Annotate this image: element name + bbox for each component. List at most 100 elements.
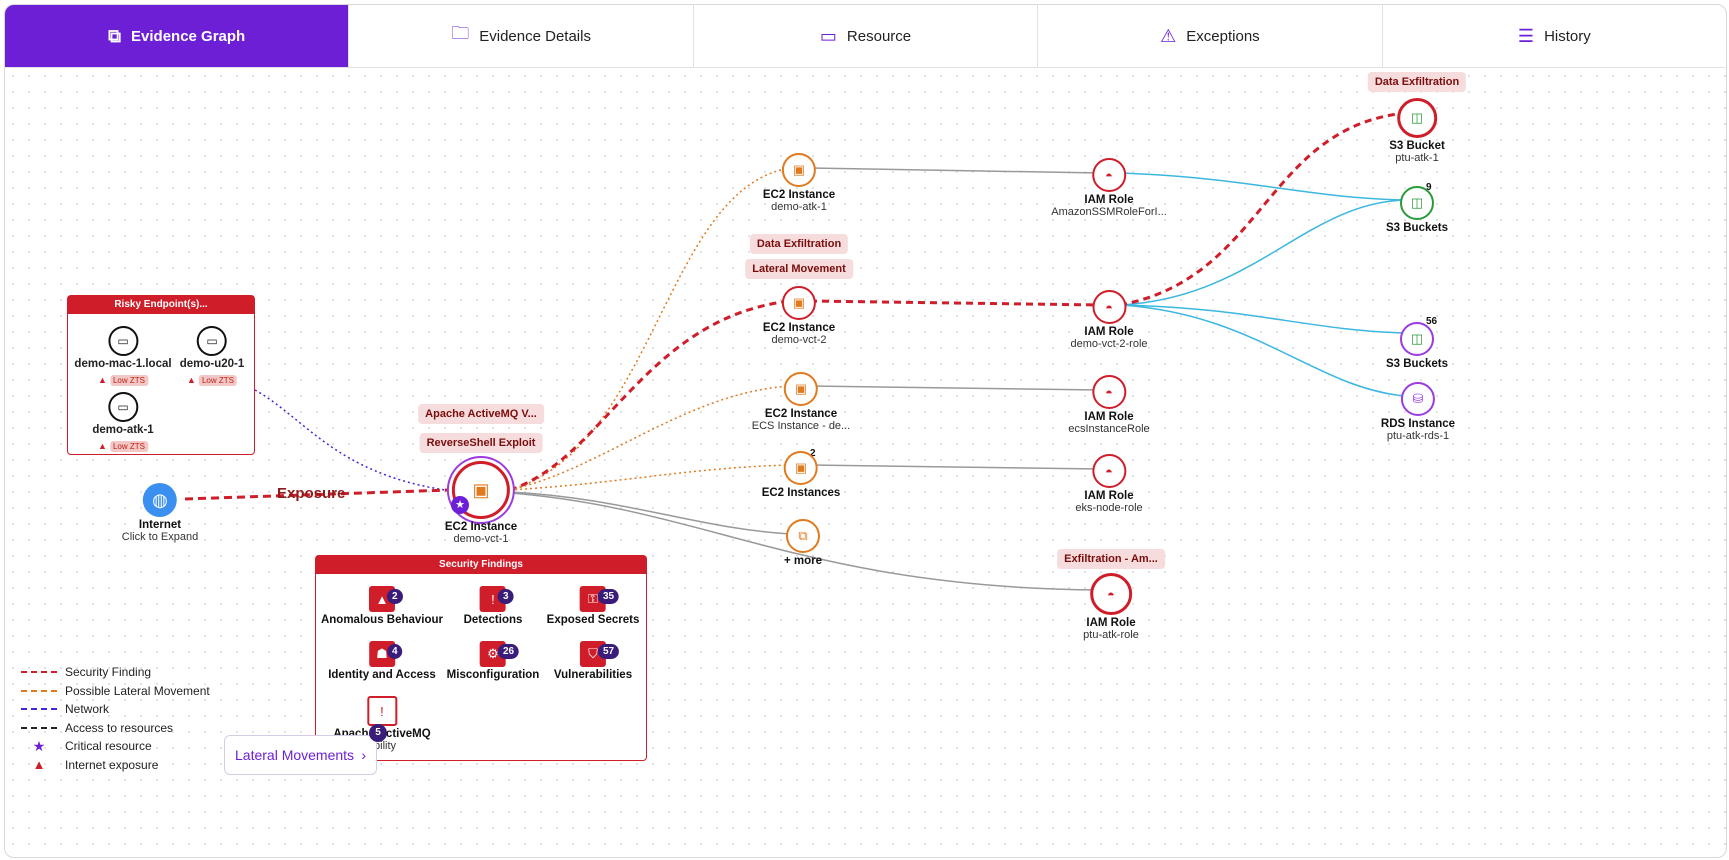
iam-role-node[interactable]: ◓ IAM Role AmazonSSMRoleForI... bbox=[1051, 158, 1167, 218]
id-badge-icon: ☗4 bbox=[369, 641, 403, 667]
ec2-chip-icon: ▣ bbox=[781, 153, 816, 187]
stack-icon: ⧉ bbox=[785, 519, 820, 553]
gear-icon: ⚙26 bbox=[479, 641, 520, 667]
tab-exceptions[interactable]: ⚠Exceptions bbox=[1038, 5, 1383, 67]
finding-exposed-secrets[interactable]: ⚿35 Exposed Secrets bbox=[547, 586, 639, 626]
finding-label[interactable]: Data Exfiltration bbox=[749, 234, 849, 254]
edge-iam-s3-3 bbox=[1119, 304, 1406, 334]
iam-role-node[interactable]: ◓ IAM Role ecsInstanceRole bbox=[1068, 375, 1150, 435]
hat-icon: ◓ bbox=[1089, 573, 1132, 615]
laptop-icon: ▭ bbox=[107, 392, 138, 422]
folder-icon: 🗀 bbox=[451, 23, 470, 43]
tab-history[interactable]: ☰History bbox=[1517, 25, 1591, 46]
security-findings-header: Security Findings bbox=[316, 556, 646, 574]
finding-identity-access[interactable]: ☗4 Identity and Access bbox=[328, 641, 436, 681]
legend-item: ▲Internet exposure bbox=[21, 756, 210, 775]
edge-lateral-3 bbox=[509, 385, 791, 491]
ec2-node[interactable]: ▣ EC2 Instance ECS Instance - de... bbox=[752, 372, 850, 432]
edge-iam-s3-1 bbox=[1119, 172, 1406, 201]
iam-role-node[interactable]: ◓ IAM Role ptu-atk-role bbox=[1083, 573, 1139, 641]
more-node[interactable]: ⧉ + more bbox=[784, 519, 822, 567]
iam-role-node[interactable]: ◓ IAM Role eks-node-role bbox=[1075, 454, 1143, 514]
edge-access-6 bbox=[509, 492, 1101, 591]
legend-item: Possible Lateral Movement bbox=[21, 682, 210, 701]
edge-ec2-iam-2 bbox=[809, 299, 1101, 307]
legend-line bbox=[21, 671, 57, 674]
globe-icon: ◍ bbox=[143, 483, 177, 517]
edge-exposure bbox=[184, 488, 451, 501]
finding-anomalous-behaviour[interactable]: ▲2 Anomalous Behaviour bbox=[321, 586, 443, 626]
ec2-group-node[interactable]: ▣ EC2 Instances bbox=[762, 451, 840, 499]
legend: Security Finding Possible Lateral Moveme… bbox=[21, 663, 210, 774]
ec2-chip-icon: ▣ bbox=[784, 372, 818, 406]
hat-icon: ◓ bbox=[1091, 454, 1126, 488]
edge-finding-exfil bbox=[1119, 111, 1406, 307]
hat-icon: ◓ bbox=[1091, 158, 1126, 192]
legend-item: Network bbox=[21, 700, 210, 719]
legend-item: Security Finding bbox=[21, 663, 210, 682]
ec2-node[interactable]: ▣ EC2 Instance demo-atk-1 bbox=[763, 153, 835, 213]
alert-box-icon: ⚠ bbox=[1160, 25, 1177, 46]
bucket-icon: ◫ bbox=[1399, 186, 1434, 220]
edge-iam-s3-2 bbox=[1119, 199, 1406, 306]
laptop-icon: ▭ bbox=[819, 25, 837, 46]
finding-label[interactable]: ReverseShell Exploit bbox=[419, 433, 543, 453]
finding-label[interactable]: Lateral Movement bbox=[745, 259, 853, 279]
iam-role-node[interactable]: ◓ IAM Role demo-vct-2-role bbox=[1070, 290, 1148, 350]
finding-label[interactable]: Exfiltration - Am... bbox=[1057, 549, 1165, 569]
ec2-chip-icon: ▣ bbox=[781, 286, 816, 320]
count-badge: 9 bbox=[1426, 182, 1432, 193]
s3-buckets-node[interactable]: ◫ S3 Buckets bbox=[1386, 322, 1448, 370]
hat-icon: ◓ bbox=[1091, 375, 1126, 409]
risky-endpoints-panel[interactable]: Risky Endpoint(s)... ▭ demo-mac-1.local … bbox=[67, 295, 255, 455]
database-icon: ⛁ bbox=[1400, 382, 1435, 416]
count-badge: 2 bbox=[810, 448, 816, 459]
warning-icon: ▲ bbox=[187, 375, 196, 385]
s3-buckets-node[interactable]: ◫ S3 Buckets bbox=[1386, 186, 1448, 234]
edge-network bbox=[254, 389, 446, 491]
key-icon: ⚿35 bbox=[580, 586, 620, 612]
count-badge: 56 bbox=[1426, 316, 1438, 327]
hat-icon: ◓ bbox=[1092, 290, 1126, 324]
legend-line bbox=[21, 726, 57, 729]
laptop-icon: ▭ bbox=[108, 326, 138, 356]
count-badge: 5 bbox=[369, 724, 387, 742]
shield-icon: ! bbox=[366, 696, 397, 726]
finding-detections[interactable]: !3 Detections bbox=[464, 586, 522, 626]
bucket-icon: ◫ bbox=[1399, 322, 1434, 356]
edge-lateral-4 bbox=[509, 464, 791, 491]
warning-icon: ▲ bbox=[98, 375, 107, 385]
endpoint-item[interactable]: ▭ demo-atk-1 ▲Low ZTS bbox=[92, 392, 154, 454]
warning-icon: ▲ bbox=[32, 757, 46, 773]
finding-label[interactable]: Data Exfiltration bbox=[1367, 72, 1467, 92]
warning-icon: ▲ bbox=[98, 441, 107, 451]
s3-bucket-node[interactable]: ◫ S3 Bucket ptu-atk-1 bbox=[1389, 98, 1445, 164]
finding-label[interactable]: Apache ActiveMQ V... bbox=[418, 404, 544, 424]
list-icon: ☰ bbox=[1517, 25, 1535, 46]
legend-line bbox=[21, 689, 57, 692]
warning-icon: ▲2 bbox=[369, 586, 403, 612]
tab-resource[interactable]: ▭Resource bbox=[694, 5, 1039, 67]
evidence-graph-window: ⧉Evidence Graph 🗀Evidence Details ▭Resou… bbox=[4, 4, 1727, 858]
bucket-icon: ◫ bbox=[1396, 98, 1437, 138]
ec2-node[interactable]: ▣ EC2 Instance demo-vct-2 bbox=[763, 286, 835, 346]
finding-misconfiguration[interactable]: ⚙26 Misconfiguration bbox=[447, 641, 539, 681]
center-ec2-node[interactable]: ▣ EC2 Instance demo-vct-1 bbox=[445, 461, 517, 545]
shield-alert-icon: ⛉57 bbox=[580, 641, 620, 667]
graph-edges bbox=[184, 111, 1406, 591]
graph-icon: ⧉ bbox=[108, 25, 122, 46]
endpoint-item[interactable]: ▭ demo-mac-1.local ▲Low ZTS bbox=[74, 326, 172, 388]
security-findings-panel[interactable]: Security Findings ▲2 Anomalous Behaviour… bbox=[315, 555, 647, 761]
finding-vulnerabilities[interactable]: ⛉57 Vulnerabilities bbox=[554, 641, 632, 681]
tab-evidence-graph[interactable]: ⧉Evidence Graph bbox=[5, 5, 350, 67]
laptop-icon: ▭ bbox=[196, 326, 227, 356]
ec2-chip-icon: ▣ bbox=[784, 451, 818, 485]
lateral-movements-button[interactable]: Lateral Movements › bbox=[224, 735, 377, 775]
edge-ec2-iam-1 bbox=[809, 167, 1101, 174]
internet-node[interactable]: ◍ Internet Click to Expand bbox=[122, 483, 198, 543]
star-icon: ★ bbox=[32, 737, 46, 754]
endpoint-item[interactable]: ▭ demo-u20-1 ▲Low ZTS bbox=[180, 326, 244, 388]
graph-canvas[interactable]: ◍ Internet Click to Expand Exposure Risk… bbox=[5, 68, 1726, 857]
tab-evidence-details[interactable]: 🗀Evidence Details bbox=[349, 5, 694, 67]
rds-instance-node[interactable]: ⛁ RDS Instance ptu-atk-rds-1 bbox=[1381, 382, 1455, 442]
